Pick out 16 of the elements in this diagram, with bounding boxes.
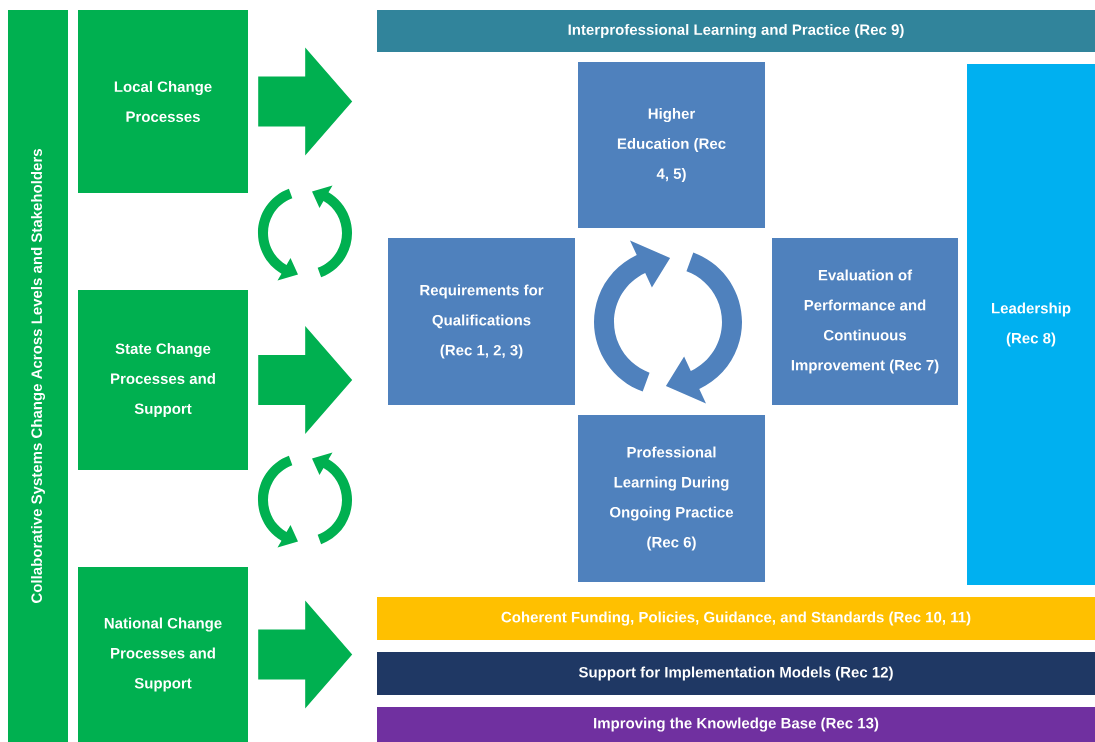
- topic-box: Evaluation of Performance and Continuous Improvement (Rec 7): [772, 238, 958, 405]
- banner-bar: Interprofessional Learning and Practice (Rec 9): [377, 10, 1095, 52]
- topic-box: Higher Education (Rec 4, 5): [578, 62, 765, 228]
- banner-bar: Improving the Knowledge Base (Rec 13): [377, 707, 1095, 742]
- banner-bar: Coherent Funding, Policies, Guidance, and Standards (Rec 10, 11): [377, 597, 1095, 640]
- block-arrow: [258, 600, 353, 709]
- block-arrow: [258, 326, 353, 434]
- process-box: Local Change Processes: [78, 10, 248, 193]
- topic-box: Professional Learning During Ongoing Practice (Rec 6): [578, 415, 765, 582]
- leadership-column: Leadership (Rec 8): [967, 64, 1095, 585]
- process-box: National Change Processes and Support: [78, 567, 248, 742]
- topic-box: Requirements for Qualifications (Rec 1, 2, 3): [388, 238, 575, 405]
- process-box: State Change Processes and Support: [78, 290, 248, 470]
- block-arrow: [258, 47, 353, 156]
- side-banner: Collaborative Systems Change Across Levels and Stakeholders: [8, 10, 68, 742]
- banner-bar: Support for Implementation Models (Rec 12): [377, 652, 1095, 695]
